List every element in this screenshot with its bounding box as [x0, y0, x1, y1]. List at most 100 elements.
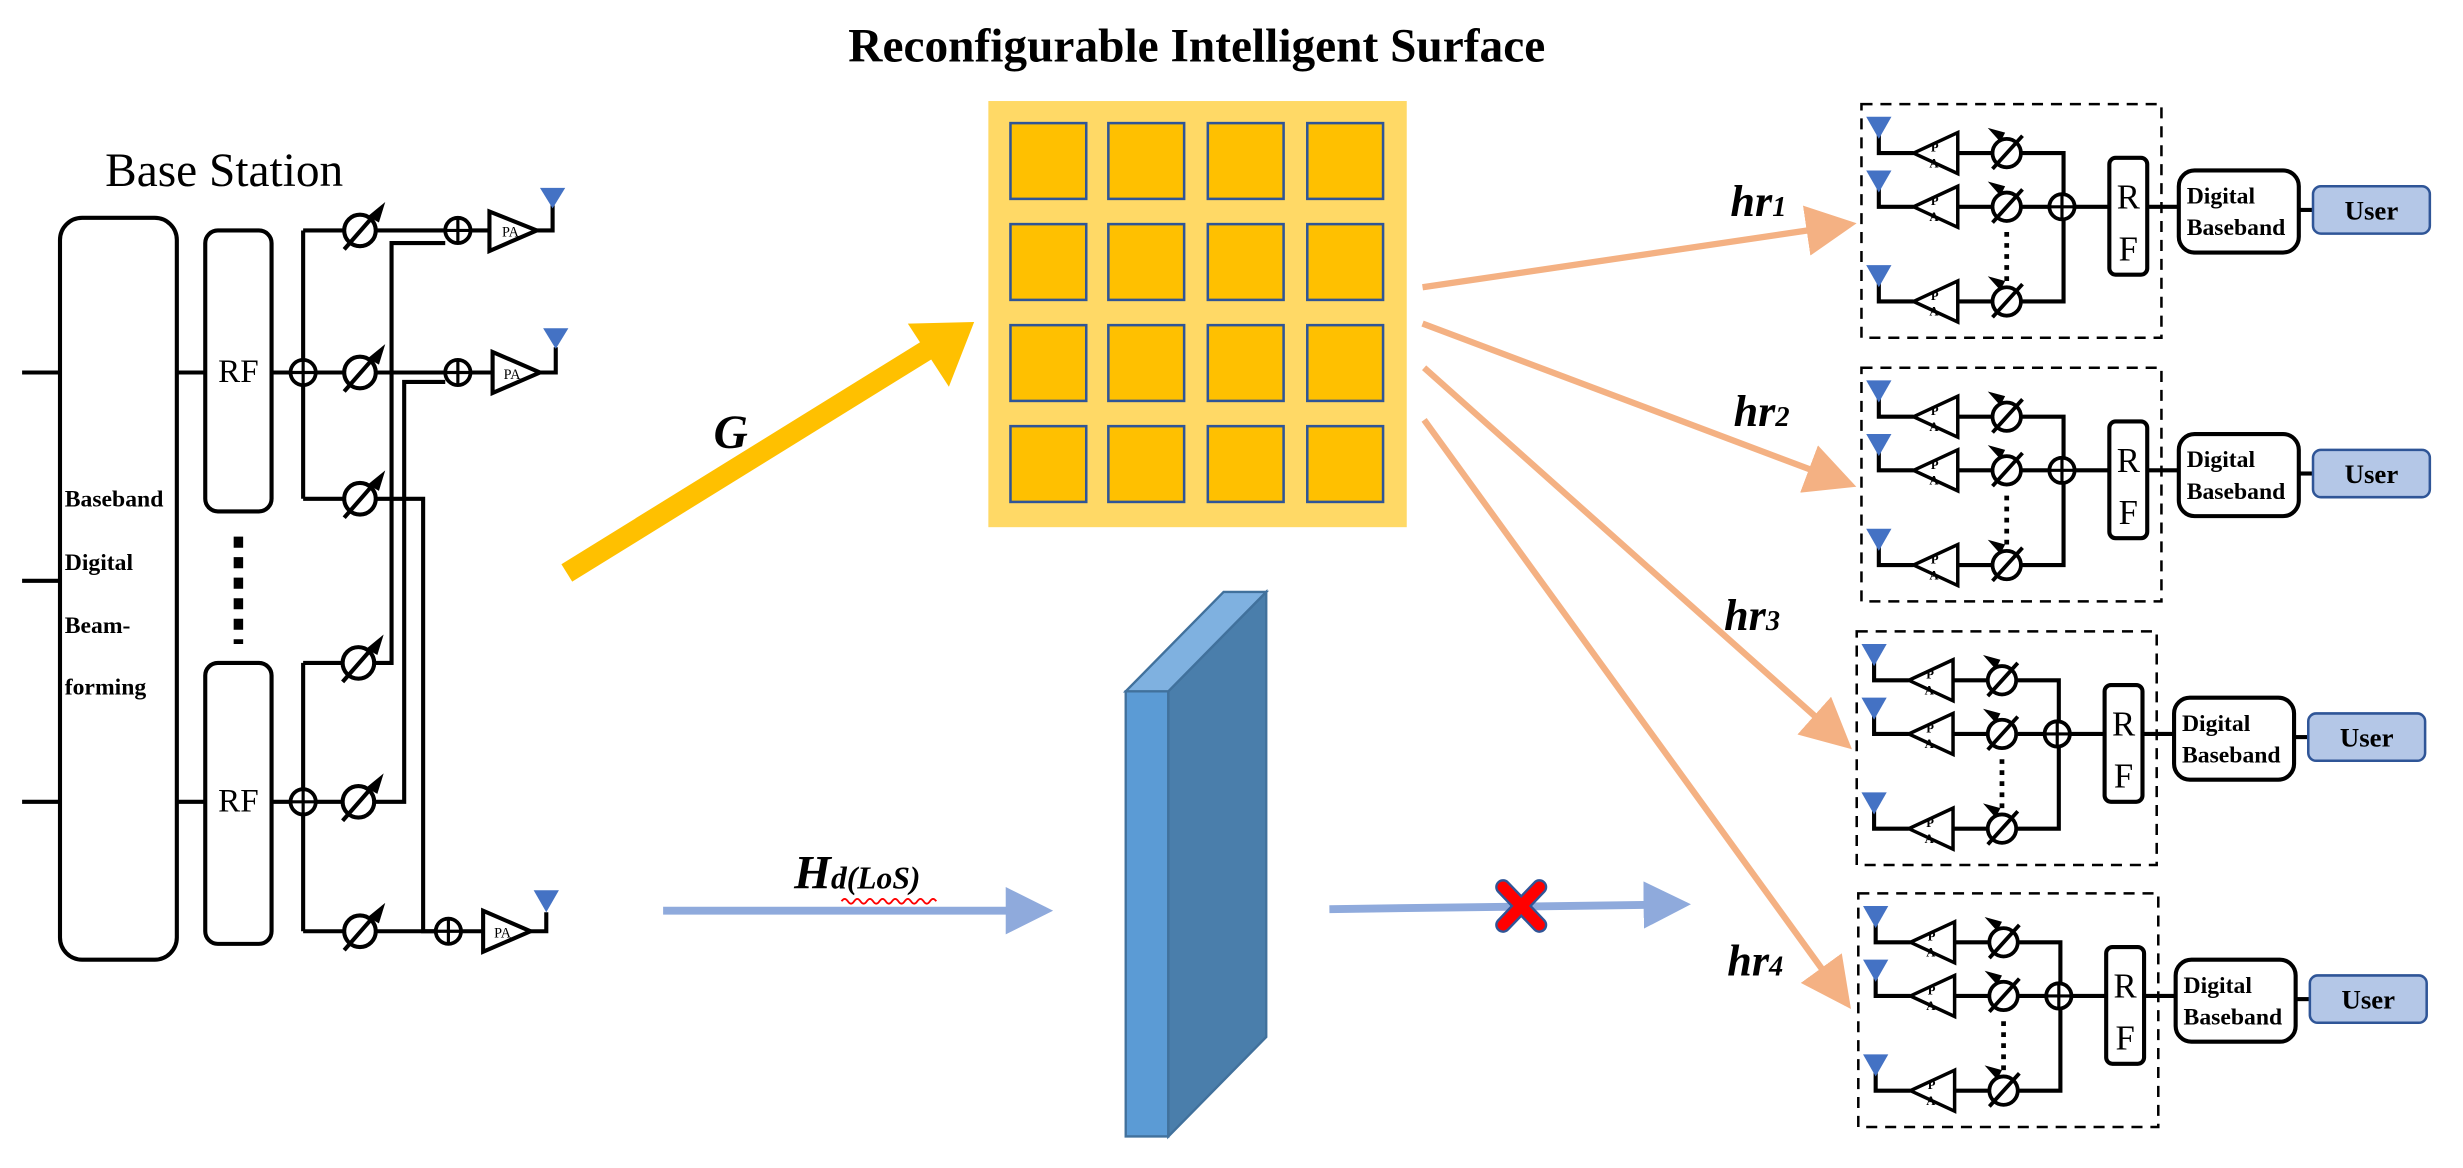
user-label: User [2340, 723, 2394, 753]
pa-letter-a: A [1926, 999, 1936, 1013]
ris-element [1107, 222, 1186, 302]
digital-baseband-label-line-2: Baseband [2187, 479, 2286, 505]
ris-element [1206, 121, 1285, 201]
ris-element [1107, 424, 1186, 504]
digital-baseband-label-line-2: Baseband [2184, 1004, 2283, 1030]
antenna-icon [543, 328, 569, 349]
phase-shifter-icon [1981, 706, 2020, 752]
svg-text:hr3: hr3 [1724, 591, 1780, 640]
combiner-icon [2044, 981, 2074, 1011]
rf-chain-bottom [203, 660, 274, 946]
antenna-icon [539, 187, 566, 209]
base-station: Baseband Digital Beam- forming RF RF [22, 187, 569, 962]
ris-element [1306, 121, 1385, 201]
spell-check-underline [840, 897, 938, 905]
power-amplifier: PA [1906, 919, 1957, 966]
hr4-label: hr4 [1727, 936, 1783, 985]
digital-baseband-label-line-1: Digital [2187, 447, 2256, 473]
rf-chain [2102, 682, 2145, 804]
rf-letter-r: R [2117, 441, 2141, 480]
ris-element [1107, 323, 1186, 403]
phase-shifter-icon [1985, 389, 2025, 435]
antenna-icon [1866, 528, 1892, 551]
antenna-icon [1866, 116, 1892, 139]
ris-element [1206, 424, 1285, 504]
phase-shifter-icon [1982, 915, 2022, 960]
user-label: User [2345, 459, 2399, 489]
antenna-icon [1861, 697, 1887, 720]
pa-letter-a: A [1929, 210, 1939, 224]
phase-shifter-icon [1982, 968, 2022, 1014]
pa-letter-p: P [1928, 983, 1936, 997]
hr3-arrow [1422, 365, 1852, 750]
svg-text:Hd(LoS): Hd(LoS) [793, 848, 920, 900]
phase-shifter-icon [1985, 537, 2025, 583]
phase-shifter-icon [344, 202, 385, 249]
phase-shifter-icon [344, 903, 385, 950]
phase-shifter-icon [1981, 653, 2020, 698]
user-label: User [2345, 195, 2399, 225]
ris-element [1009, 121, 1088, 201]
hr4-arrow [1421, 417, 1851, 1009]
pa-label: PA [504, 367, 522, 383]
pa-letter-p: P [1928, 1078, 1936, 1092]
antenna-icon [1863, 959, 1889, 982]
receiver-frame [1855, 630, 2158, 867]
phase-shifter-icon [343, 635, 384, 682]
receiver-frame [1860, 102, 2163, 340]
antenna-icon [1866, 170, 1892, 193]
ris-element [1107, 121, 1186, 201]
digital-baseband-label-line-1: Digital [2187, 184, 2256, 210]
base-station-label: Base Station [105, 145, 343, 197]
ris-element-grid [1009, 121, 1385, 504]
ris-element [1009, 323, 1088, 403]
power-amplifier: PA [1909, 447, 1960, 494]
pa-letter-a: A [1929, 305, 1939, 319]
baseband-digital-beamforming-block [57, 215, 179, 962]
pa-letter-a: A [1929, 474, 1939, 488]
pa-letter-a: A [1926, 1094, 1936, 1108]
svg-text:hr4: hr4 [1727, 936, 1783, 985]
user-panels: PAPAPARFDigitalBasebandUserPAPAPARFDigit… [1855, 102, 2432, 1129]
hr2-arrow [1421, 320, 1857, 493]
hr2-label: hr2 [1734, 387, 1790, 436]
rf-chain-top-label: RF [218, 353, 259, 390]
antenna-icon [1861, 792, 1887, 815]
pa-label: PA [502, 225, 520, 241]
digital-baseband-label-line-1: Digital [2184, 973, 2253, 999]
pa-letter-p: P [1931, 404, 1939, 418]
pa-label: PA [494, 926, 512, 942]
combiner-icon [433, 916, 463, 946]
antenna-icon [533, 890, 559, 913]
phase-shifter-icon [1985, 443, 2025, 489]
power-amplifier-1: PA [487, 208, 543, 255]
phase-shifter-icon [344, 470, 385, 517]
ris-element [1206, 323, 1285, 403]
rf-letter-f: F [2114, 757, 2133, 796]
phase-shifter-icon [1981, 801, 2020, 847]
power-amplifier-3: PA [481, 907, 536, 955]
pa-letter-a: A [1925, 683, 1935, 697]
pa-letter-a: A [1926, 945, 1936, 959]
rf-letter-f: F [2119, 229, 2138, 268]
rf-letter-r: R [2117, 177, 2141, 216]
ris-element [1306, 323, 1385, 403]
power-amplifier: PA [1909, 278, 1960, 325]
ris-element [1009, 424, 1088, 504]
antenna-icon [1861, 643, 1887, 667]
power-amplifier: PA [1909, 183, 1960, 231]
pa-letter-p: P [1931, 552, 1939, 566]
baseband-label-line-2: Digital [65, 550, 134, 576]
hr3-label: hr3 [1724, 591, 1780, 640]
diagram-title: Reconfigurable Intelligent Surface [848, 21, 1545, 73]
rf-letter-f: F [2115, 1019, 2134, 1058]
rf-chain [2107, 419, 2150, 541]
user-box [2307, 712, 2427, 763]
power-amplifier: PA [1909, 393, 1960, 440]
digital-baseband-label-line-1: Digital [2182, 711, 2251, 737]
pa-letter-p: P [1931, 141, 1939, 155]
digital-baseband-label-line-2: Baseband [2182, 742, 2281, 768]
